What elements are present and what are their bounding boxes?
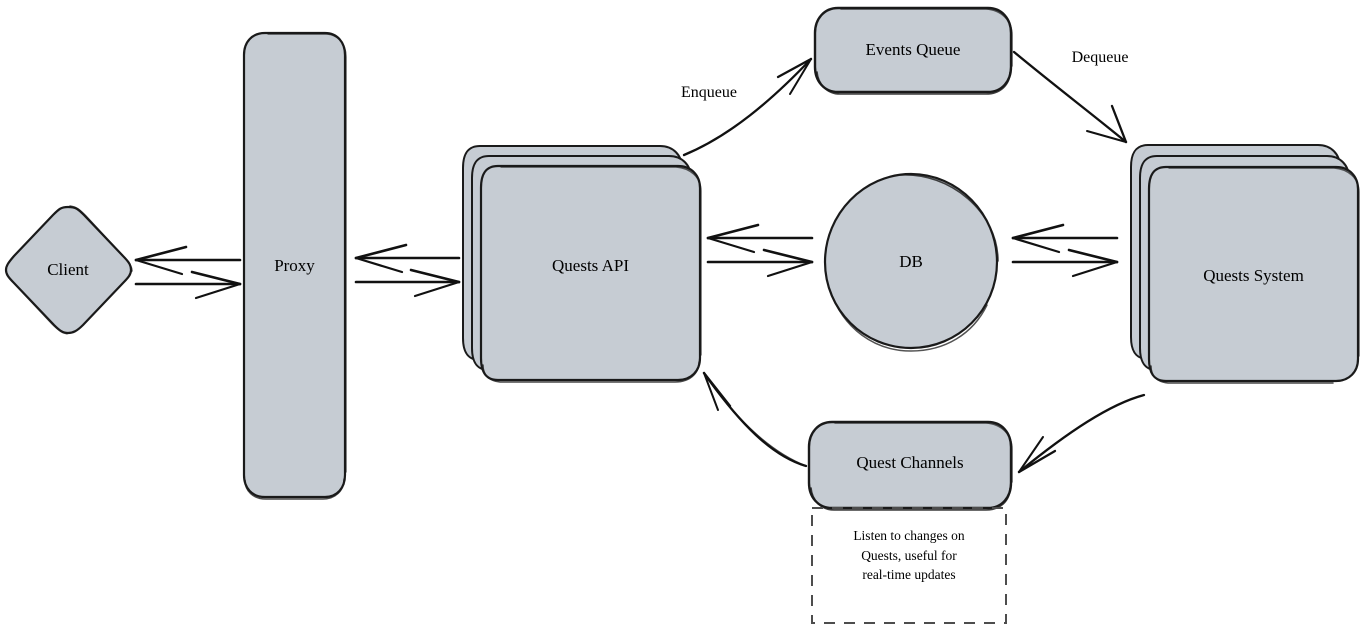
edge-label-dequeue: Dequeue [1071, 49, 1129, 66]
edge-label-enqueue: Enqueue [681, 84, 737, 101]
quests-system-card-front [1147, 165, 1360, 383]
edge-db-quests-system[interactable] [1011, 223, 1119, 278]
edge-client-proxy[interactable] [134, 245, 242, 300]
node-quest-channels[interactable] [807, 420, 1013, 511]
note-line-1: Listen to changes on [853, 528, 965, 543]
note-body: Listen to changes on Quests, useful for … [812, 526, 1006, 585]
note-line-2: Quests, useful for [861, 547, 957, 563]
quests-api-card-front [479, 164, 702, 382]
edge-events-queue-quests-system[interactable] [1012, 50, 1128, 144]
edge-proxy-quests-api[interactable] [354, 243, 461, 298]
edge-quest-channels-quests-api[interactable] [702, 371, 808, 468]
edge-quests-api-events-queue[interactable] [682, 57, 813, 157]
edge-quests-system-quest-channels[interactable] [1017, 393, 1146, 474]
node-quests-system[interactable] [1130, 144, 1360, 384]
node-proxy[interactable] [242, 31, 347, 500]
note-dashed-box [811, 507, 1007, 624]
node-quests-api[interactable] [462, 145, 702, 383]
node-events-queue[interactable] [813, 6, 1013, 95]
node-db[interactable] [823, 172, 999, 352]
edge-quests-api-db[interactable] [706, 223, 814, 278]
note-line-3: real-time updates [862, 567, 956, 583]
node-client[interactable] [4, 205, 133, 335]
